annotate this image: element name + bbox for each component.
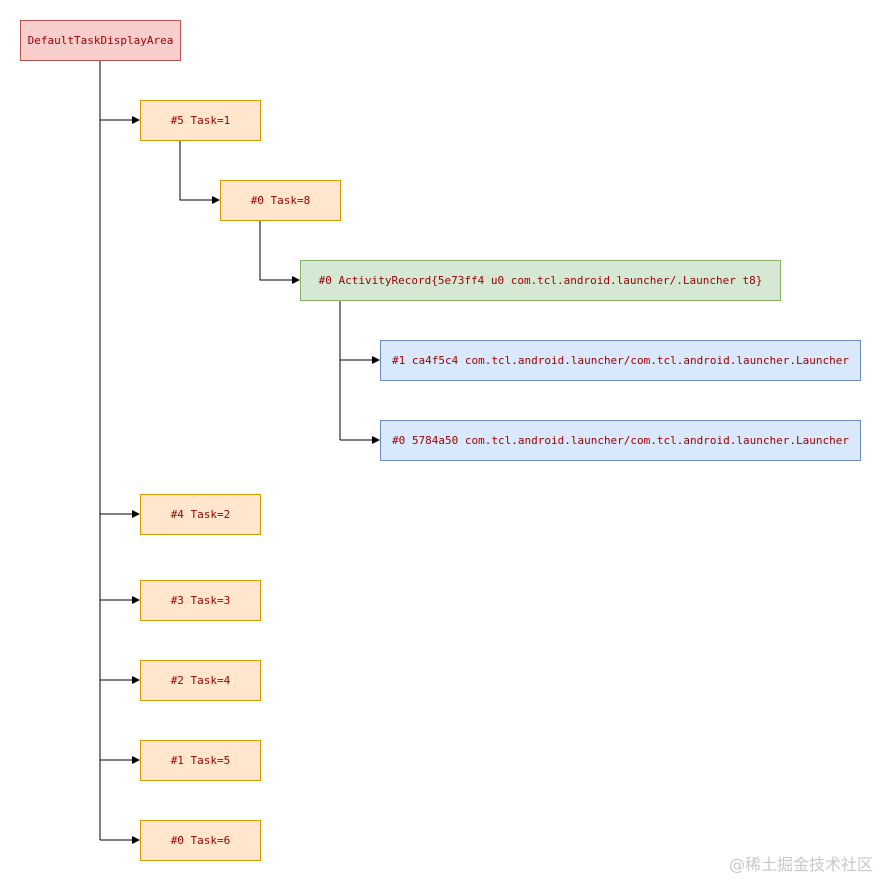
node-task-4: #4 Task=2 — [140, 494, 261, 535]
node-activity-record: #0 ActivityRecord{5e73ff4 u0 com.tcl.and… — [300, 260, 781, 301]
node-task-3: #3 Task=3 — [140, 580, 261, 621]
watermark-text: @稀土掘金技术社区 — [728, 855, 873, 874]
edge-task5-task0top — [179, 140, 220, 204]
node-task-2: #2 Task=4 — [140, 660, 261, 701]
node-window-1: #1 ca4f5c4 com.tcl.android.launcher/com.… — [380, 340, 861, 381]
node-window-0: #0 5784a50 com.tcl.android.launcher/com.… — [380, 420, 861, 461]
edge-task0top-activity — [259, 220, 300, 284]
node-task-1: #1 Task=5 — [140, 740, 261, 781]
node-task-0-top: #0 Task=8 — [220, 180, 341, 221]
node-task-5: #5 Task=1 — [140, 100, 261, 141]
node-default-task-display-area: DefaultTaskDisplayArea — [20, 20, 181, 61]
node-task-0: #0 Task=6 — [140, 820, 261, 861]
